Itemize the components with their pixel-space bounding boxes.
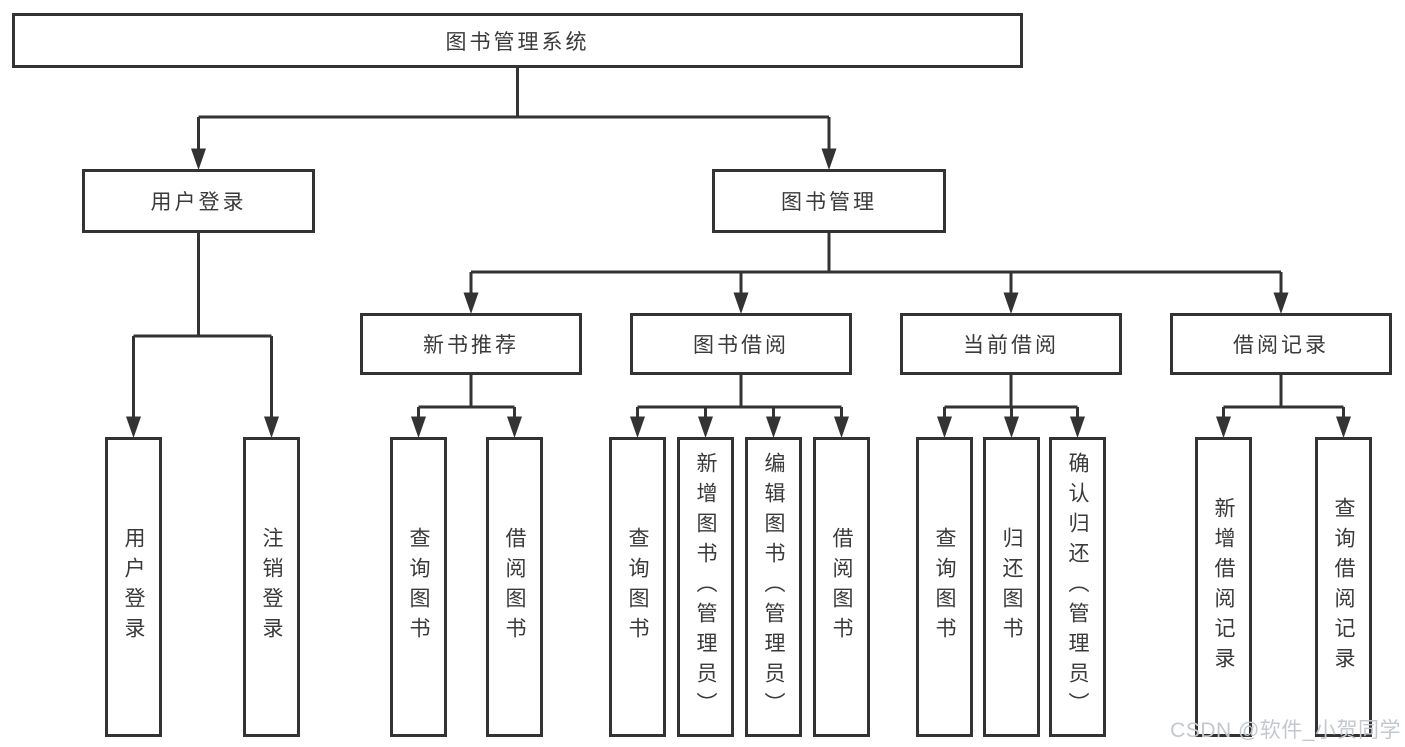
node-book-management: 图书管理 (712, 169, 946, 233)
arrowhead (191, 148, 206, 170)
arrowhead (733, 292, 749, 314)
node-new-book-recommend: 新书推荐 (360, 313, 582, 375)
leaf-query-books: 查询图书 (916, 437, 973, 737)
node-book-borrow: 图书借阅 (630, 313, 852, 375)
leaf-logout: 注销登录 (243, 437, 300, 737)
node-user-login: 用户登录 (82, 169, 315, 233)
arrowhead (766, 416, 781, 438)
leaf-user-login: 用户登录 (105, 437, 162, 737)
node-current-borrow: 当前借阅 (900, 313, 1122, 375)
node-borrow-records-label: 借阅记录 (1233, 334, 1329, 357)
arrowhead (834, 416, 849, 438)
arrowhead (937, 416, 952, 438)
arrowhead (264, 416, 279, 438)
arrowhead (411, 416, 426, 438)
leaf-add-books-admin-label: 新增图书（管理员） (694, 452, 717, 722)
leaf-return-books-label: 归还图书 (1000, 527, 1023, 647)
arrowhead (1070, 416, 1085, 438)
arrowhead (1216, 416, 1231, 438)
leaf-edit-books-admin: 编辑图书（管理员） (745, 437, 802, 737)
node-book-borrow-label: 图书借阅 (693, 334, 789, 357)
leaf-borrow-books: 借阅图书 (813, 437, 870, 737)
leaf-add-borrow-record-label: 新增借阅记录 (1212, 497, 1235, 677)
csdn-watermark: CSDN @软件_小贺同学 (1170, 719, 1401, 742)
leaf-borrow-books-label: 借阅图书 (830, 527, 853, 647)
leaf-query-borrow-record-label: 查询借阅记录 (1332, 497, 1355, 677)
leaf-query-books-label: 查询图书 (626, 527, 649, 647)
connector-current-to-leaves (943, 375, 1079, 419)
leaf-borrow-books-label: 借阅图书 (503, 527, 526, 647)
node-root-system-label: 图书管理系统 (445, 30, 590, 54)
arrowhead (1336, 416, 1351, 438)
connector-root-to-level2 (197, 68, 831, 152)
arrowhead (126, 416, 141, 438)
leaf-borrow-books: 借阅图书 (486, 437, 543, 737)
arrowhead (1004, 416, 1019, 438)
leaf-query-books-label: 查询图书 (933, 527, 956, 647)
connector-management-to-level3 (469, 233, 1283, 296)
leaf-return-books: 归还图书 (983, 437, 1040, 737)
node-user-login-label: 用户登录 (150, 191, 247, 214)
leaf-query-books: 查询图书 (390, 437, 447, 737)
leaf-confirm-return-admin-label: 确认归还（管理员） (1066, 452, 1089, 722)
arrowhead (1273, 292, 1289, 314)
leaf-logout-label: 注销登录 (260, 527, 283, 647)
leaf-query-books-label: 查询图书 (407, 527, 430, 647)
node-current-borrow-label: 当前借阅 (963, 334, 1059, 357)
arrowheads (126, 148, 1351, 438)
arrowhead (630, 416, 645, 438)
connector-records-to-leaves (1222, 375, 1345, 419)
arrowhead (698, 416, 713, 438)
arrowhead (821, 148, 837, 170)
leaf-confirm-return-admin: 确认归还（管理员） (1049, 437, 1106, 737)
leaf-query-books: 查询图书 (609, 437, 666, 737)
node-new-book-recommend-label: 新书推荐 (423, 334, 519, 357)
arrowhead (1003, 292, 1019, 314)
node-book-management-label: 图书管理 (781, 191, 877, 214)
arrowhead (507, 416, 522, 438)
arrowhead (463, 292, 479, 314)
leaf-add-borrow-record: 新增借阅记录 (1195, 437, 1252, 737)
connector-recommend-to-leaves (417, 375, 516, 419)
leaf-edit-books-admin-label: 编辑图书（管理员） (762, 452, 785, 722)
connector-login-to-leaves (132, 233, 273, 419)
node-borrow-records: 借阅记录 (1170, 313, 1392, 375)
leaf-user-login-label: 用户登录 (122, 527, 145, 647)
leaf-add-books-admin: 新增图书（管理员） (677, 437, 734, 737)
node-root-system: 图书管理系统 (12, 13, 1023, 68)
leaf-query-borrow-record: 查询借阅记录 (1315, 437, 1372, 737)
connector-borrow-to-leaves (636, 375, 843, 419)
